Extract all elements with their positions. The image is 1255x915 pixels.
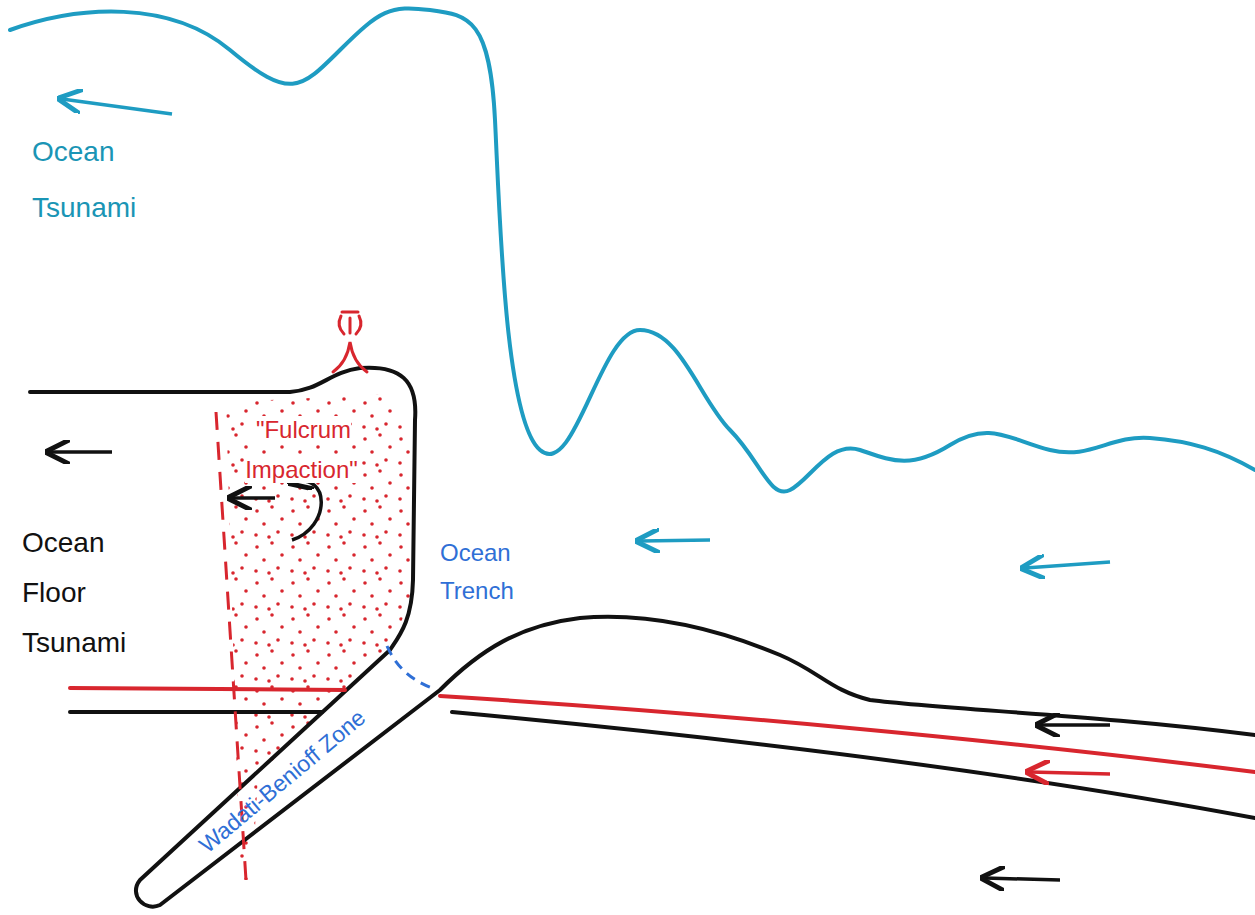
flow-arrow [1040, 723, 1110, 727]
tsunami-wave [10, 8, 1255, 491]
flow-arrow [62, 99, 172, 114]
label-text: Ocean Floor Tsunami [22, 527, 126, 658]
flow-arrow [1030, 772, 1110, 774]
lithosphere-boundary [70, 688, 345, 690]
plate-base [452, 712, 1255, 818]
flow-arrow [232, 496, 275, 500]
rotation-arrow [292, 481, 321, 540]
flow-arrow [50, 450, 112, 454]
lithosphere-boundary [440, 696, 1255, 772]
label-text: Ocean Tsunami [32, 136, 136, 223]
flow-arrow [1025, 562, 1110, 568]
volcano-cone [333, 342, 367, 372]
volcano-symbol [333, 312, 367, 372]
label-text: "Fulcrum Impaction" [245, 416, 360, 483]
trench-marker [387, 646, 432, 688]
plate-label: Ocean Floor Tsunami [22, 518, 157, 668]
trench-label: Ocean Trench [440, 534, 570, 610]
volcano-plume [349, 318, 352, 333]
flow-arrow [985, 878, 1060, 880]
volcano-plume [342, 311, 358, 314]
plate-outline [30, 368, 1255, 907]
label-text: Ocean Trench [440, 539, 514, 604]
volcano-plume [356, 316, 361, 334]
volcano-plume [339, 316, 344, 334]
flow-arrow [640, 540, 710, 541]
label-text: Wadati-Benioff Zone [194, 704, 370, 858]
zone-label: Wadati-Benioff Zone [194, 705, 369, 857]
wave-label: Ocean Tsunami [32, 124, 192, 236]
plate-base [70, 710, 322, 714]
region-label: "Fulcrum Impaction" [205, 410, 400, 490]
